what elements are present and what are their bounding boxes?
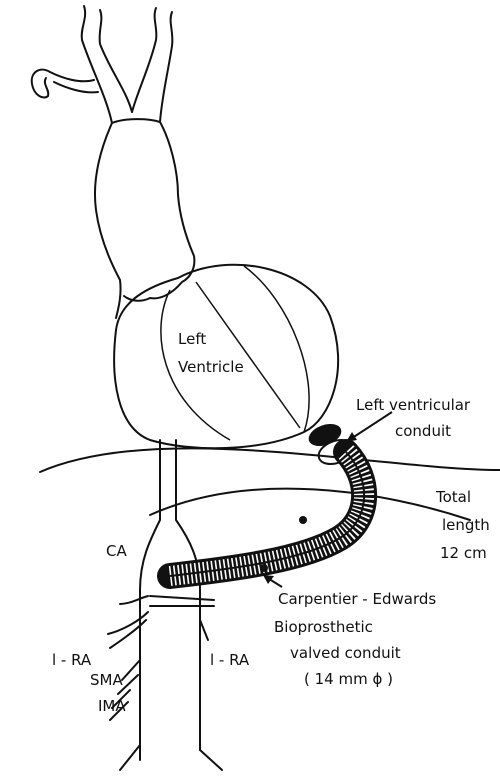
label-ce-line4: ( 14 mm ϕ )	[304, 670, 393, 688]
label-ce-line1: Carpentier - Edwards	[278, 590, 436, 608]
diaphragm-lower	[150, 489, 470, 520]
left-ventricle-outline	[114, 265, 338, 448]
aortic-arch-vessels	[32, 6, 173, 123]
label-lv-conduit-line2: conduit	[395, 422, 451, 440]
conduit-arrow	[346, 412, 392, 442]
label-total-line2: length	[442, 516, 490, 534]
diaphragm-upper	[40, 448, 500, 472]
valved-conduit-arrow	[263, 575, 282, 587]
label-ce-line2: Bioprosthetic	[274, 618, 373, 636]
label-lra-right: l - RA	[210, 651, 250, 669]
label-ca: CA	[106, 542, 127, 560]
label-lra-left: l - RA	[52, 651, 92, 669]
atrium-outline	[95, 119, 194, 318]
label-lv-conduit-line1: Left ventricular	[356, 396, 471, 414]
label-sma: SMA	[90, 671, 123, 689]
label-ce-line3: valved conduit	[290, 644, 401, 662]
label-total-line1: Total	[435, 488, 471, 506]
left-ventricular-conduit	[170, 452, 364, 576]
label-ima: IMA	[98, 697, 126, 715]
label-left-ventricle-line1: Left	[178, 330, 206, 348]
label-left-ventricle-line2: Ventricle	[178, 358, 244, 376]
label-total-line3: 12 cm	[440, 544, 487, 562]
